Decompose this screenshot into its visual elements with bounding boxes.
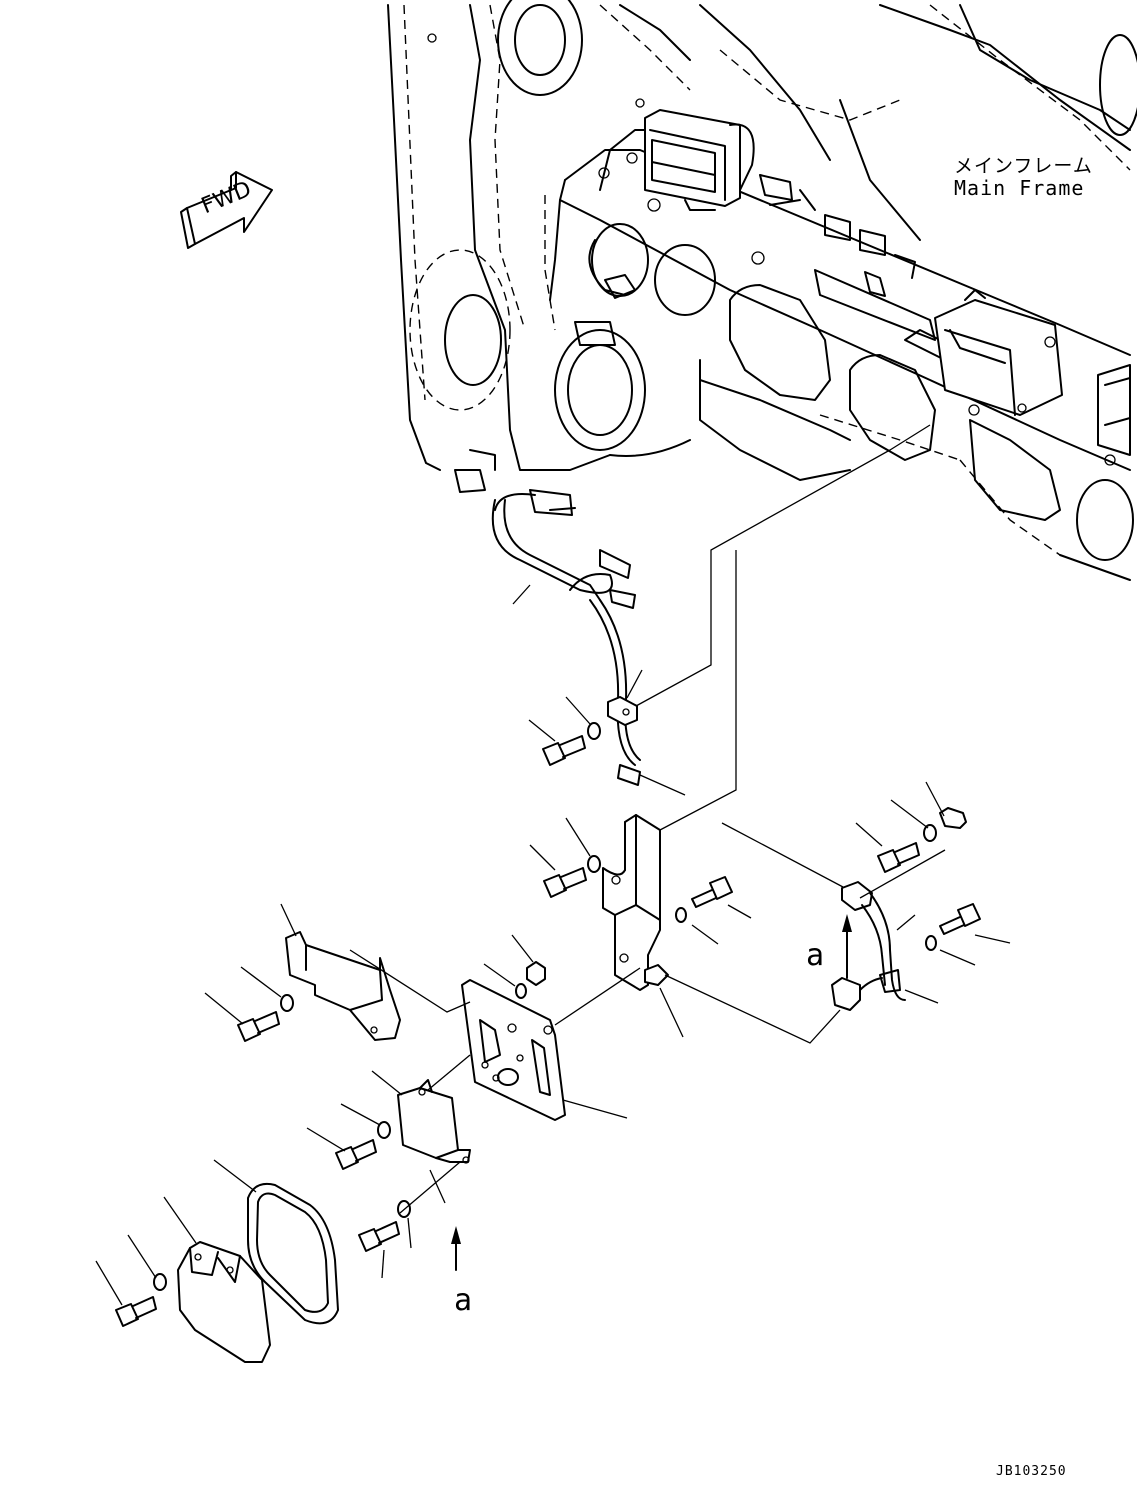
wire-harness [454,449,641,786]
mounting-plate [461,979,566,1121]
clip [607,696,638,726]
controller [397,1079,471,1164]
callout-arrows [451,914,852,1271]
callout-label-upper: a [806,938,825,973]
bolts [115,735,981,1327]
washers [153,722,967,1291]
callout-label-lower: a [454,1283,473,1318]
controller-box [934,289,1063,416]
gasket [247,1182,339,1325]
leader-lines [95,584,1011,1306]
cover [177,1241,271,1363]
frame-connectors [574,174,916,346]
fwd-arrow-icon [180,171,273,249]
main-frame-label-en: Main Frame [954,176,1085,200]
bracket [602,814,669,991]
main-frame [387,0,1137,581]
assembly-lines [349,424,946,1214]
cover-plate [285,931,401,1041]
work-lamp [635,98,755,211]
right-lamp [1097,364,1131,456]
sensor-harness [831,881,906,1011]
main-frame-label-jp: メインフレーム [954,155,1093,177]
drawing-number: JB103250 [996,1464,1067,1479]
